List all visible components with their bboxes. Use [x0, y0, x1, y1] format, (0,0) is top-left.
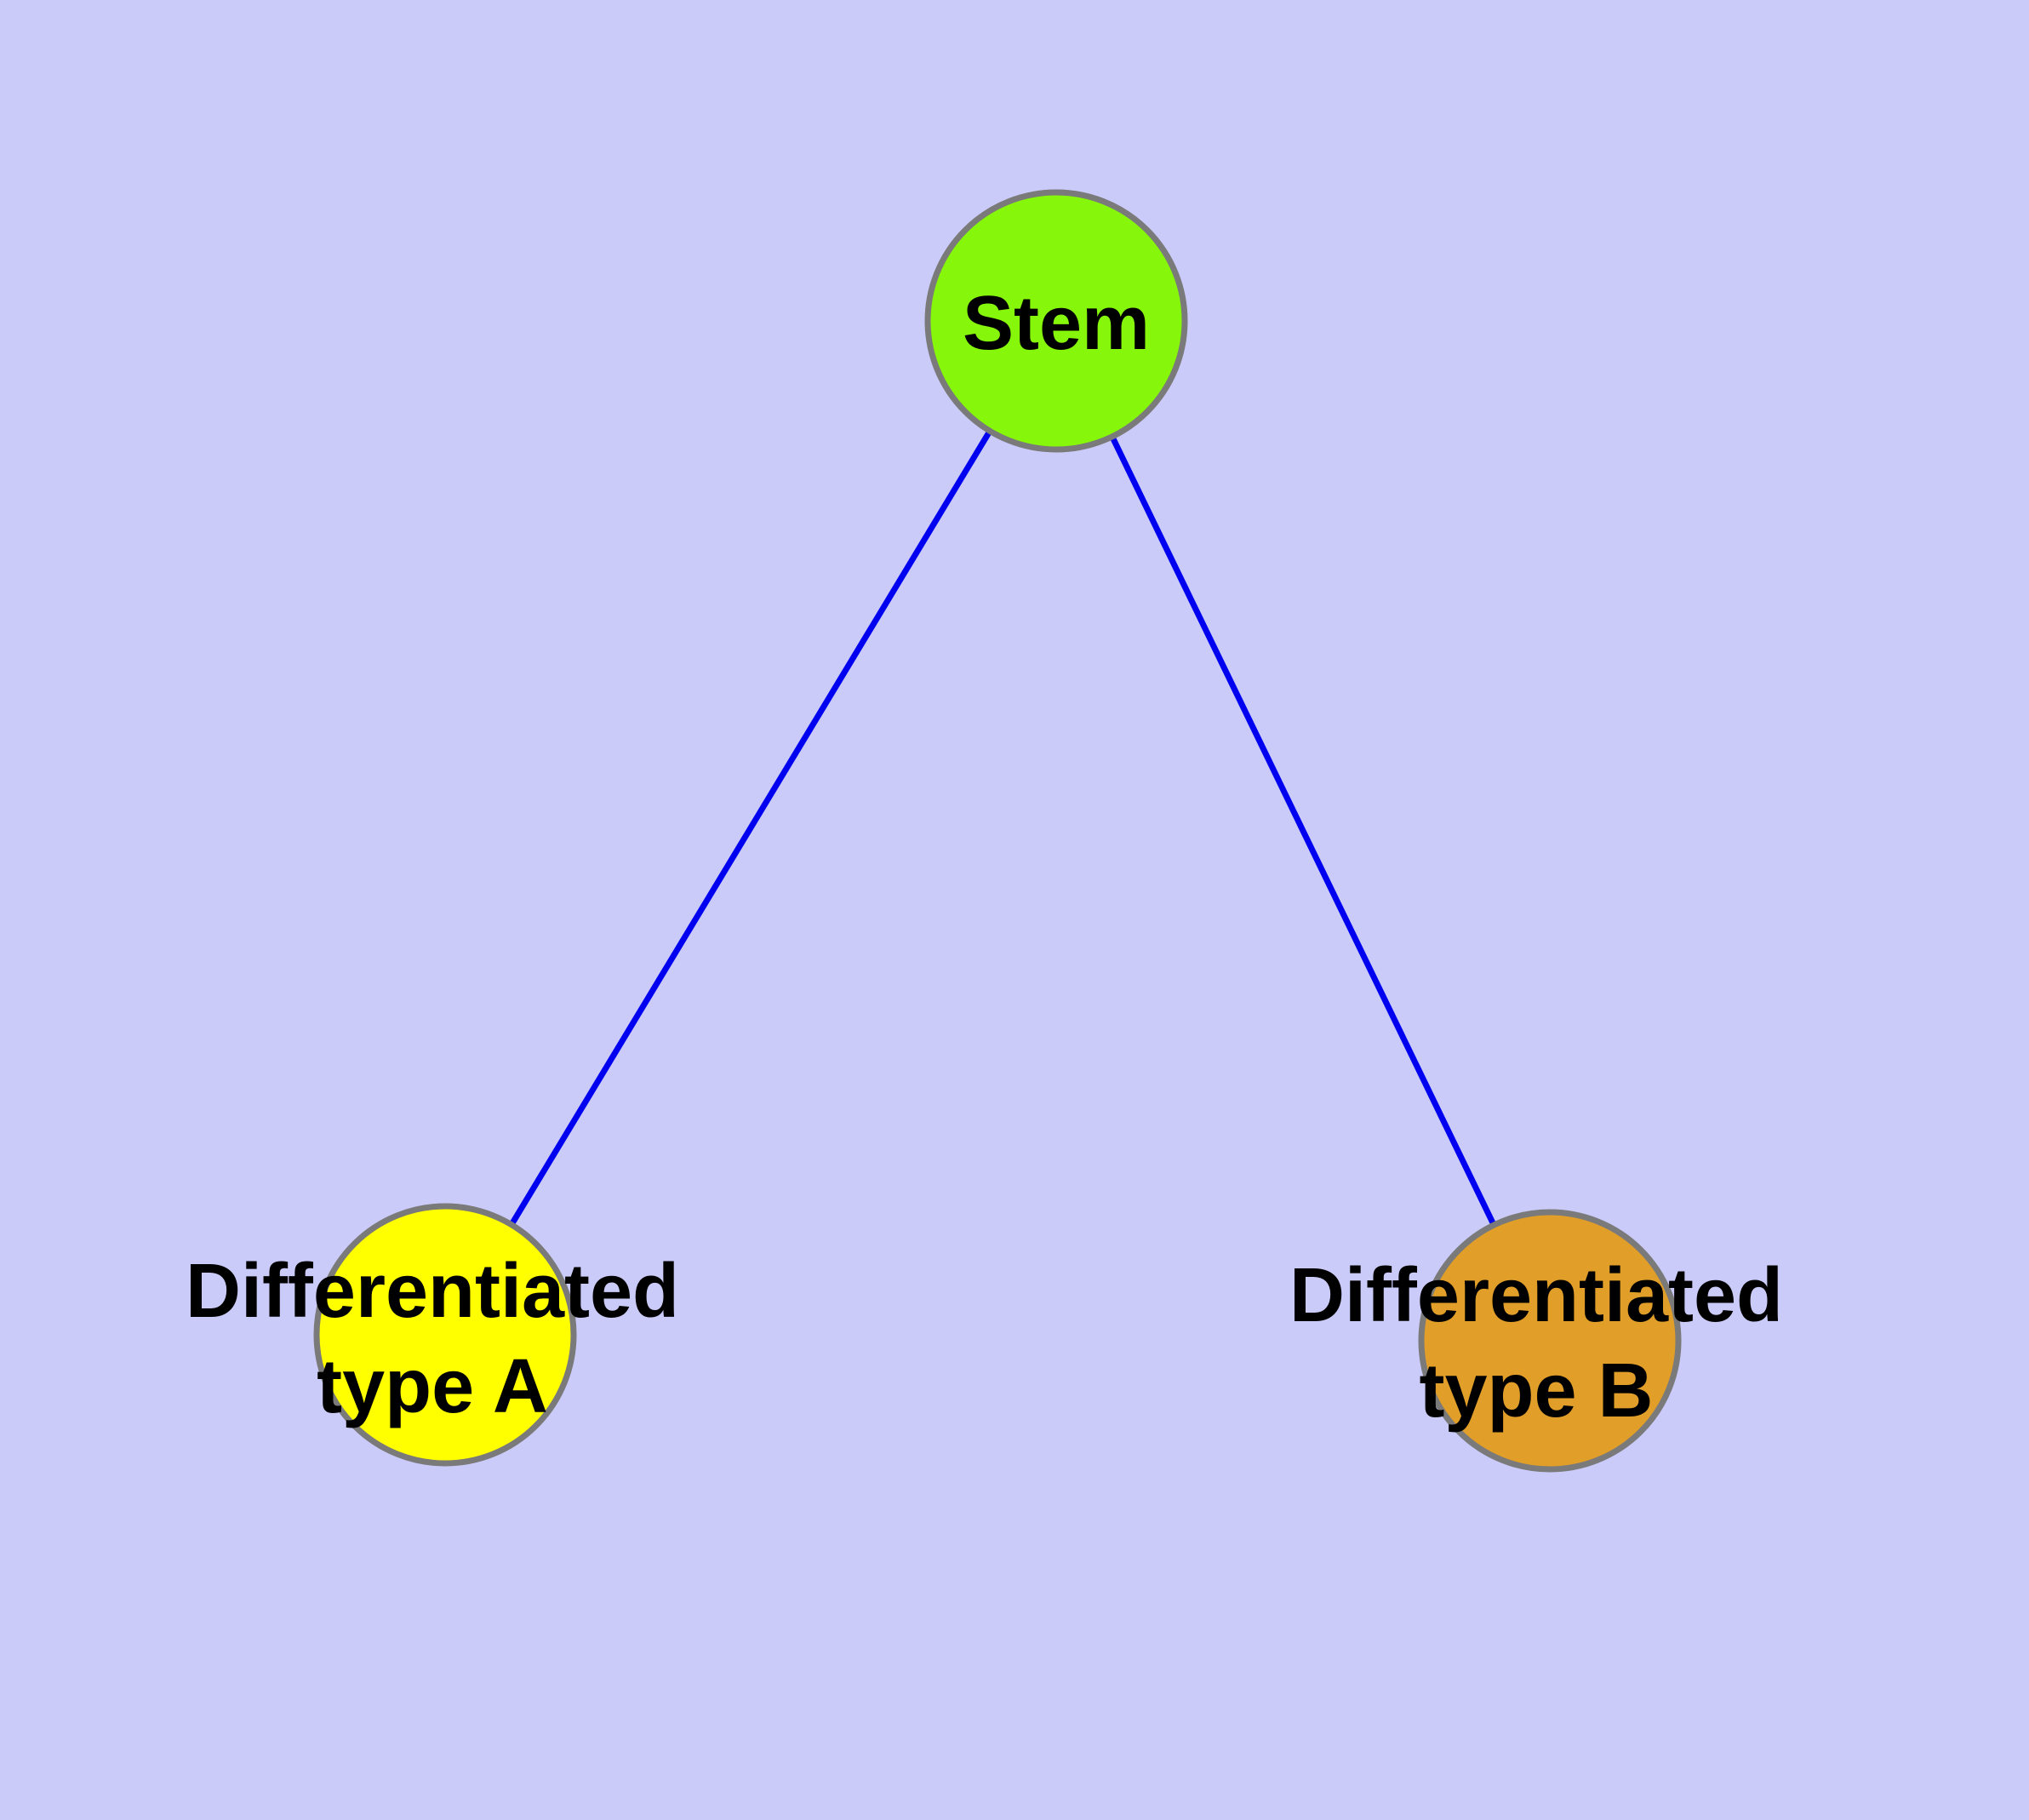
type-b-node — [1418, 1209, 1682, 1473]
type-b-node-label-line1: Differentiated — [1289, 1253, 1783, 1338]
type-a-node-label-line2: type A — [317, 1344, 548, 1429]
edge-stem-to-type-b — [1053, 319, 1553, 1342]
stem-node-label: Stem — [963, 281, 1150, 366]
stem-node — [924, 189, 1188, 453]
type-a-node — [313, 1203, 577, 1467]
type-a-node-label-line1: Differentiated — [186, 1249, 679, 1334]
type-b-node-label-line2: type B — [1419, 1348, 1653, 1434]
edge-stem-to-type-a — [443, 319, 1059, 1336]
